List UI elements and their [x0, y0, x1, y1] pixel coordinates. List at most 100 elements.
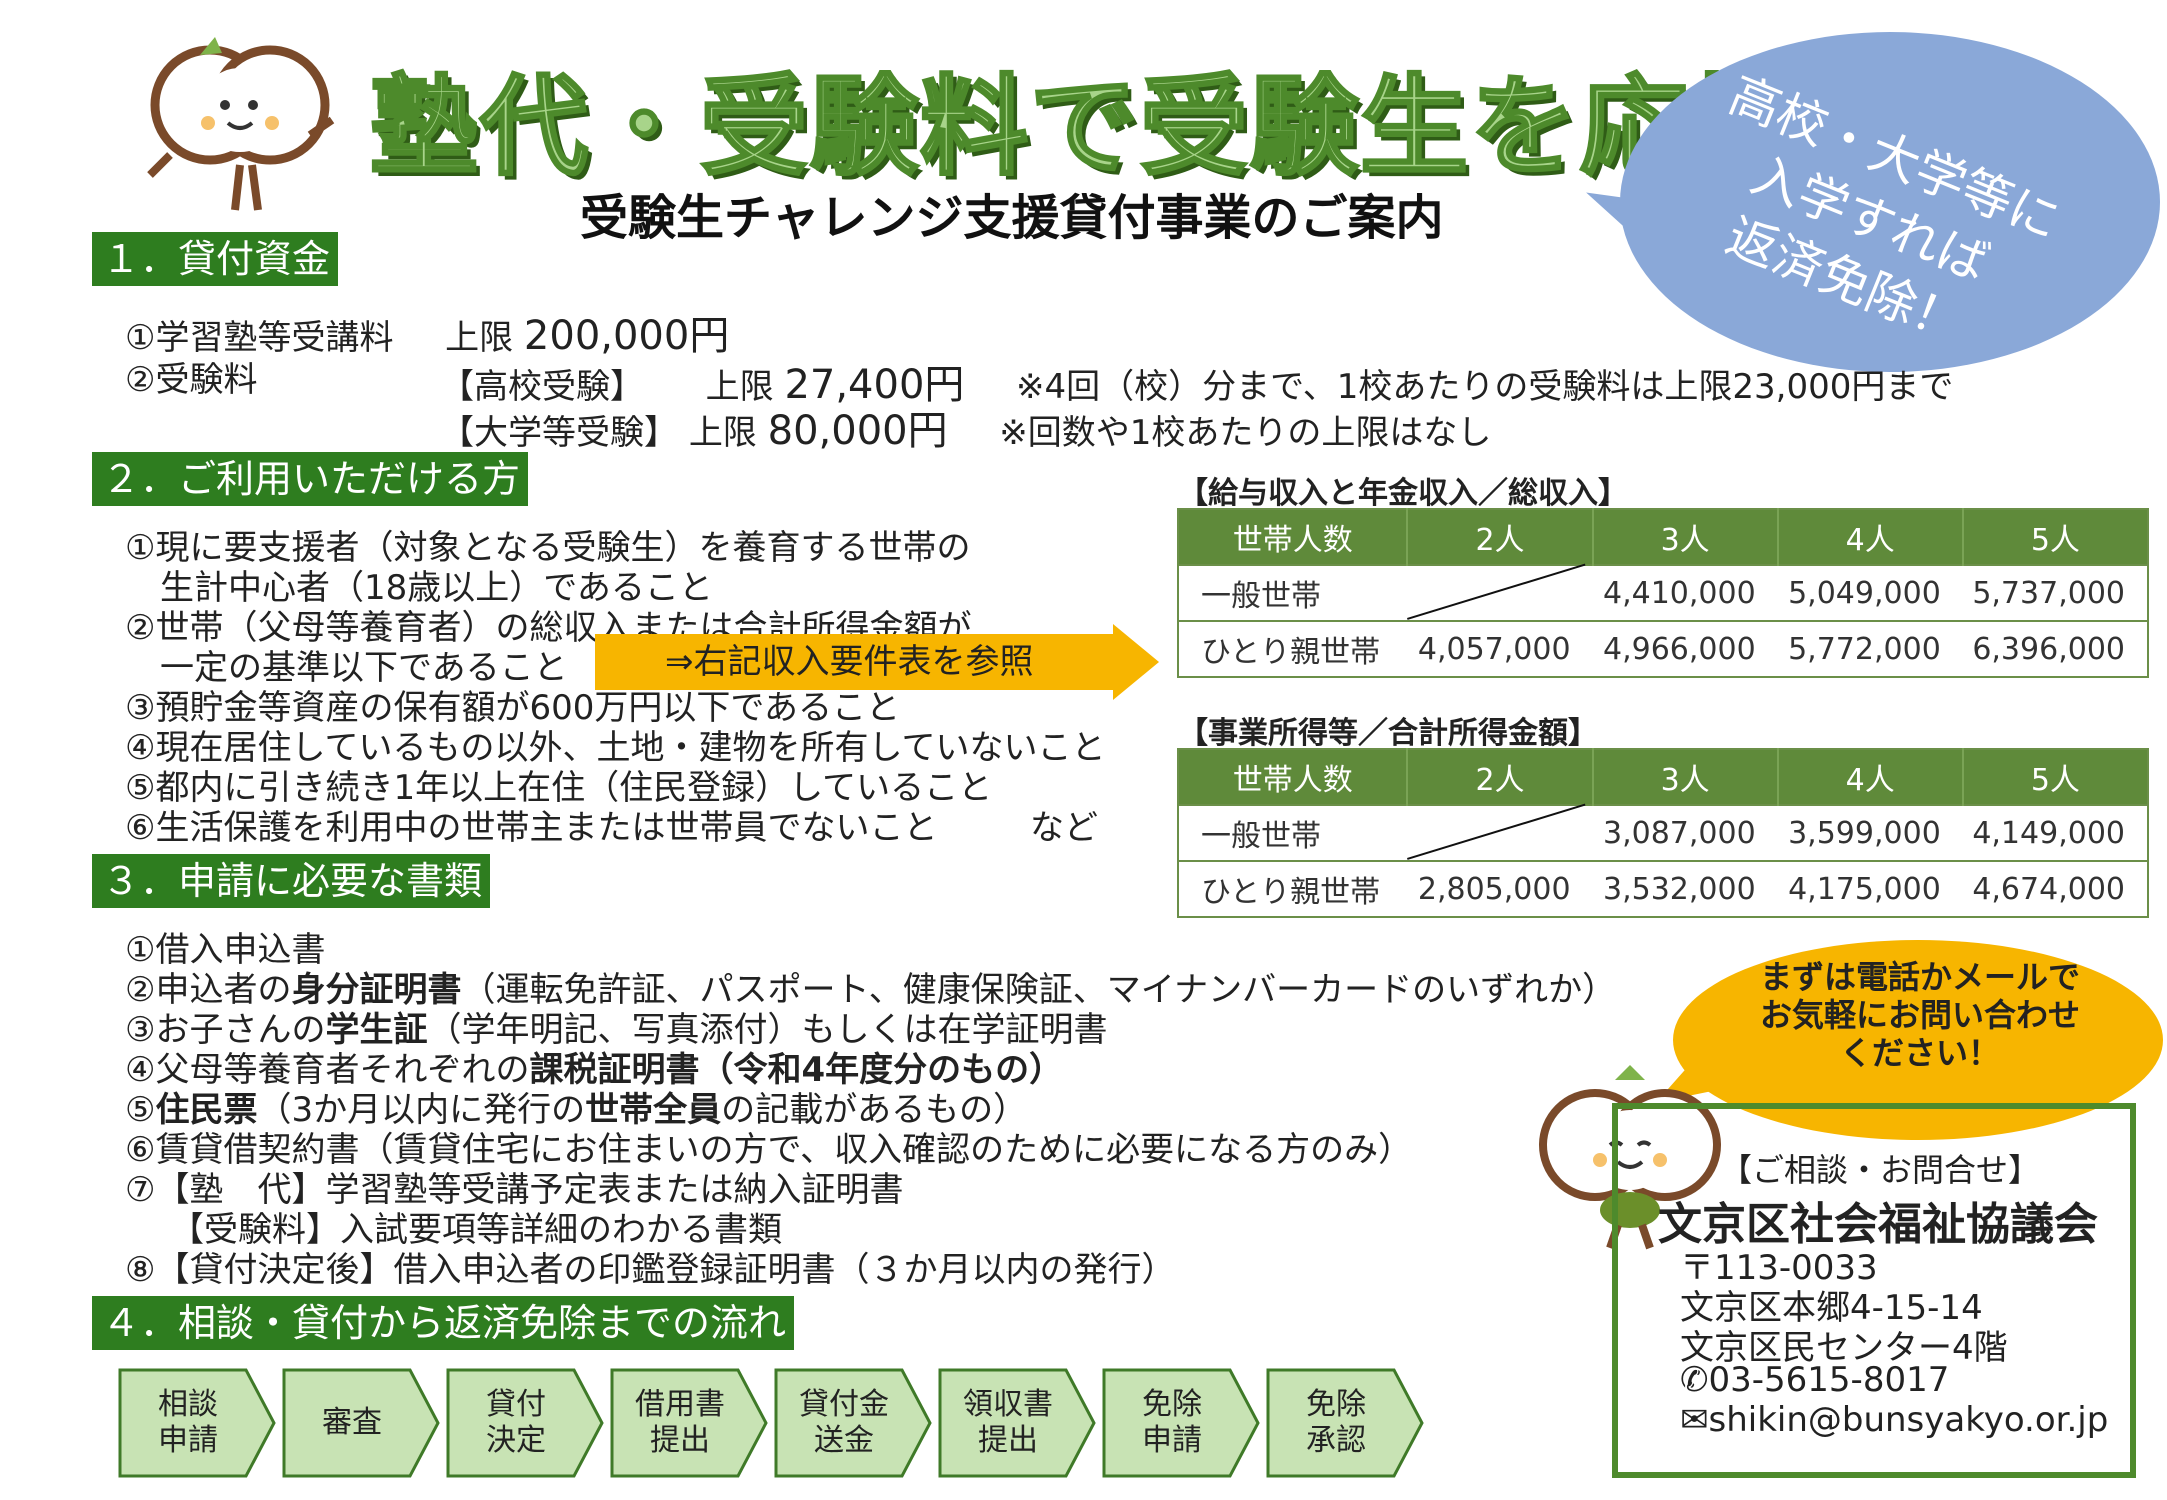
section-heading-flow: ４．相談・貸付から返済免除までの流れ: [92, 1296, 795, 1350]
email-address[interactable]: ✉shikin@bunsyakyo.or.jp: [1680, 1400, 2109, 1440]
document-text: ③お子さんの: [125, 1010, 326, 1050]
document-text: ⑤: [125, 1090, 156, 1130]
eligibility-item: 一定の基準以下であること: [160, 648, 568, 688]
table-header: 5人: [1962, 509, 2148, 565]
contact-label: 【ご相談・お問合せ】: [1720, 1151, 2041, 1189]
loan-sub-label: 【大学等受験】: [440, 413, 678, 453]
limit-label: 上限: [705, 367, 774, 407]
table-header: 世帯人数: [1178, 749, 1409, 805]
table-cell: 4,175,000: [1777, 860, 1963, 917]
table-cell: 3,087,000: [1592, 804, 1778, 861]
flow-step-label: 貸付 決定: [486, 1387, 546, 1458]
document-text: （3か月以内: [257, 1090, 450, 1130]
flow-step: 相談 申請: [118, 1368, 276, 1478]
flow-step: 貸付 決定: [446, 1368, 604, 1478]
table-row: ひとり親世帯 4,057,000 4,966,000 5,772,000 6,3…: [1178, 620, 2148, 677]
flow-step-arrow-shape: [774, 1368, 932, 1478]
table-header-row: 世帯人数 2人 3人 4人 5人: [1178, 749, 2148, 805]
flow-step-arrow-shape: [1102, 1368, 1260, 1478]
document-item: ⑦【塾 代】学習塾等受講予定表または納入証明書: [125, 1170, 904, 1210]
organization-name: 文京区社会福祉協議会: [1658, 1199, 2098, 1250]
document-item: ①借入申込書: [125, 930, 326, 970]
loan-amount: 27,400円: [784, 362, 965, 408]
table-row: 一般世帯 3,087,000 3,599,000 4,149,000: [1178, 804, 2148, 861]
flow-step-arrow-shape: [446, 1368, 604, 1478]
table-header: 4人: [1777, 509, 1964, 565]
table-cell: 4,966,000: [1592, 620, 1778, 677]
document-item: ⑤住民票（3か月以内に発行の世帯全員の記載があるもの）: [125, 1082, 1027, 1131]
limit-label: 上限: [445, 318, 514, 358]
flow-step: 免除 承認: [1266, 1368, 1424, 1478]
page-title: 塾代・受験料で受験生を応援！: [369, 64, 1911, 192]
table-cell: 4,057,000: [1407, 620, 1593, 677]
table-cell: 3,532,000: [1592, 860, 1778, 917]
eligibility-item: ⑥生活保護を利用中の世帯主または世帯員でないこと: [125, 808, 938, 848]
flow-step: 貸付金 送金: [774, 1368, 932, 1478]
loan-label: ①学習塾等受講料: [125, 318, 394, 358]
table-cell: 3,599,000: [1777, 804, 1963, 861]
table-title-salary: 【給与収入と年金収入／総収入】: [1178, 476, 1628, 511]
row-label: 一般世帯: [1178, 804, 1408, 861]
loan-item-cram-school: ①学習塾等受講料 上限 200,000円: [125, 303, 729, 361]
document-text: ②申込者の: [125, 970, 292, 1010]
table-cell-empty: [1407, 804, 1593, 861]
document-text: （学年明記、写真添付）もしくは在学証明書: [427, 1010, 1108, 1050]
flow-step-label: 貸付金 送金: [799, 1387, 889, 1458]
row-label: ひとり親世帯: [1178, 620, 1408, 677]
loan-sub-highschool: 【高校受験】 上限 27,400円 ※4回（校）分まで、1校あたりの受験料は上限…: [440, 352, 1953, 410]
document-item: ⑥賃貸借契約書（賃貸住宅にお住まいの方で、収入確認のために必要になる方のみ）: [125, 1130, 1413, 1170]
loan-item-exam-fee: ②受験料: [125, 360, 258, 400]
loan-note: ※4回（校）分まで、1校あたりの受験料は上限23,000円まで: [1016, 367, 1954, 407]
postal-code: 〒113-0033: [1680, 1248, 1878, 1288]
table-cell: 4,149,000: [1962, 804, 2148, 861]
flow-step-label: 領収書 提出: [963, 1387, 1053, 1458]
loan-amount: 80,000円: [767, 408, 948, 454]
loan-sub-university: 【大学等受験】 上限 80,000円 ※回数や1校あたりの上限はなし: [440, 398, 1491, 456]
limit-label: 上限: [688, 413, 757, 453]
document-item: ⑧【貸付決定後】借入申込者の印鑑登録証明書（３か月以内の発行）: [125, 1250, 1176, 1290]
flow-step: 領収書 提出: [938, 1368, 1096, 1478]
flow-step-label: 借用書 提出: [635, 1387, 725, 1458]
speech-bubble-blue: [1620, 32, 2160, 372]
document-item: ②申込者の身分証明書（運転免許証、パスポート、健康保険証、マイナンバーカードのい…: [125, 962, 1616, 1011]
row-label: 一般世帯: [1178, 564, 1408, 621]
section-heading-eligibility: ２．ご利用いただける方: [92, 452, 529, 506]
table-cell: 5,772,000: [1777, 620, 1963, 677]
income-table-business: 世帯人数 2人 3人 4人 5人 一般世帯 3,087,000 3,599,00…: [1177, 748, 2149, 918]
table-header-row: 世帯人数 2人 3人 4人 5人: [1178, 509, 2148, 565]
flow-step-arrow-shape: [610, 1368, 768, 1478]
table-row: ひとり親世帯 2,805,000 3,532,000 4,175,000 4,6…: [1178, 860, 2148, 917]
eligibility-item: ④現在居住しているもの以外、土地・建物を所有していないこと: [125, 728, 1106, 768]
table-cell: 2,805,000: [1407, 860, 1593, 917]
contact-box: [1612, 1103, 2136, 1478]
table-header: 4人: [1777, 749, 1964, 805]
section-heading-documents: ３．申請に必要な書類: [92, 854, 491, 908]
flow-step-arrow-shape: [1266, 1368, 1424, 1478]
arrow-reference-note: ⇒右記収入要件表を参照: [595, 634, 1115, 690]
table-cell: 5,737,000: [1962, 564, 2148, 621]
table-title-business: 【事業所得等／合計所得金額】: [1178, 716, 1598, 751]
address-line: 文京区本郷4-15-14: [1680, 1288, 1983, 1328]
flow-step-label: 免除 承認: [1306, 1387, 1366, 1458]
eligibility-item: 生計中心者（18歳以上）であること: [160, 568, 713, 608]
page-subtitle: 受験生チャレンジ支援貸付事業のご案内: [580, 190, 1444, 246]
flow-step-label: 審査: [322, 1405, 382, 1440]
table-cell: 4,410,000: [1592, 564, 1778, 621]
table-header: 2人: [1407, 749, 1594, 805]
table-row: 一般世帯 4,410,000 5,049,000 5,737,000: [1178, 564, 2148, 621]
loan-note: ※回数や1校あたりの上限はなし: [999, 413, 1492, 453]
flow-step-arrow-shape: [282, 1368, 440, 1478]
mascot-character-top: [147, 37, 335, 211]
contact-prompt: まずは電話かメールで お気軽にお問い合わせ ください！: [1759, 958, 2080, 1072]
flow-step-label: 相談 申請: [158, 1387, 218, 1458]
row-label: ひとり親世帯: [1178, 860, 1408, 917]
phone-number[interactable]: ✆03-5615-8017: [1680, 1360, 1950, 1400]
eligibility-etc: など: [1030, 808, 1098, 848]
eligibility-item: ①現に要支援者（対象となる受験生）を養育する世帯の: [125, 528, 971, 568]
flow-step-arrow-shape: [118, 1368, 276, 1478]
document-item: ④父母等養育者それぞれの課税証明書（令和4年度分のもの）: [125, 1042, 1063, 1091]
document-text: に発行の: [449, 1090, 586, 1130]
eligibility-item: ③預貯金等資産の保有額が600万円以下であること: [125, 688, 901, 728]
table-header: 2人: [1407, 509, 1594, 565]
arrow-head: [1113, 624, 1159, 700]
